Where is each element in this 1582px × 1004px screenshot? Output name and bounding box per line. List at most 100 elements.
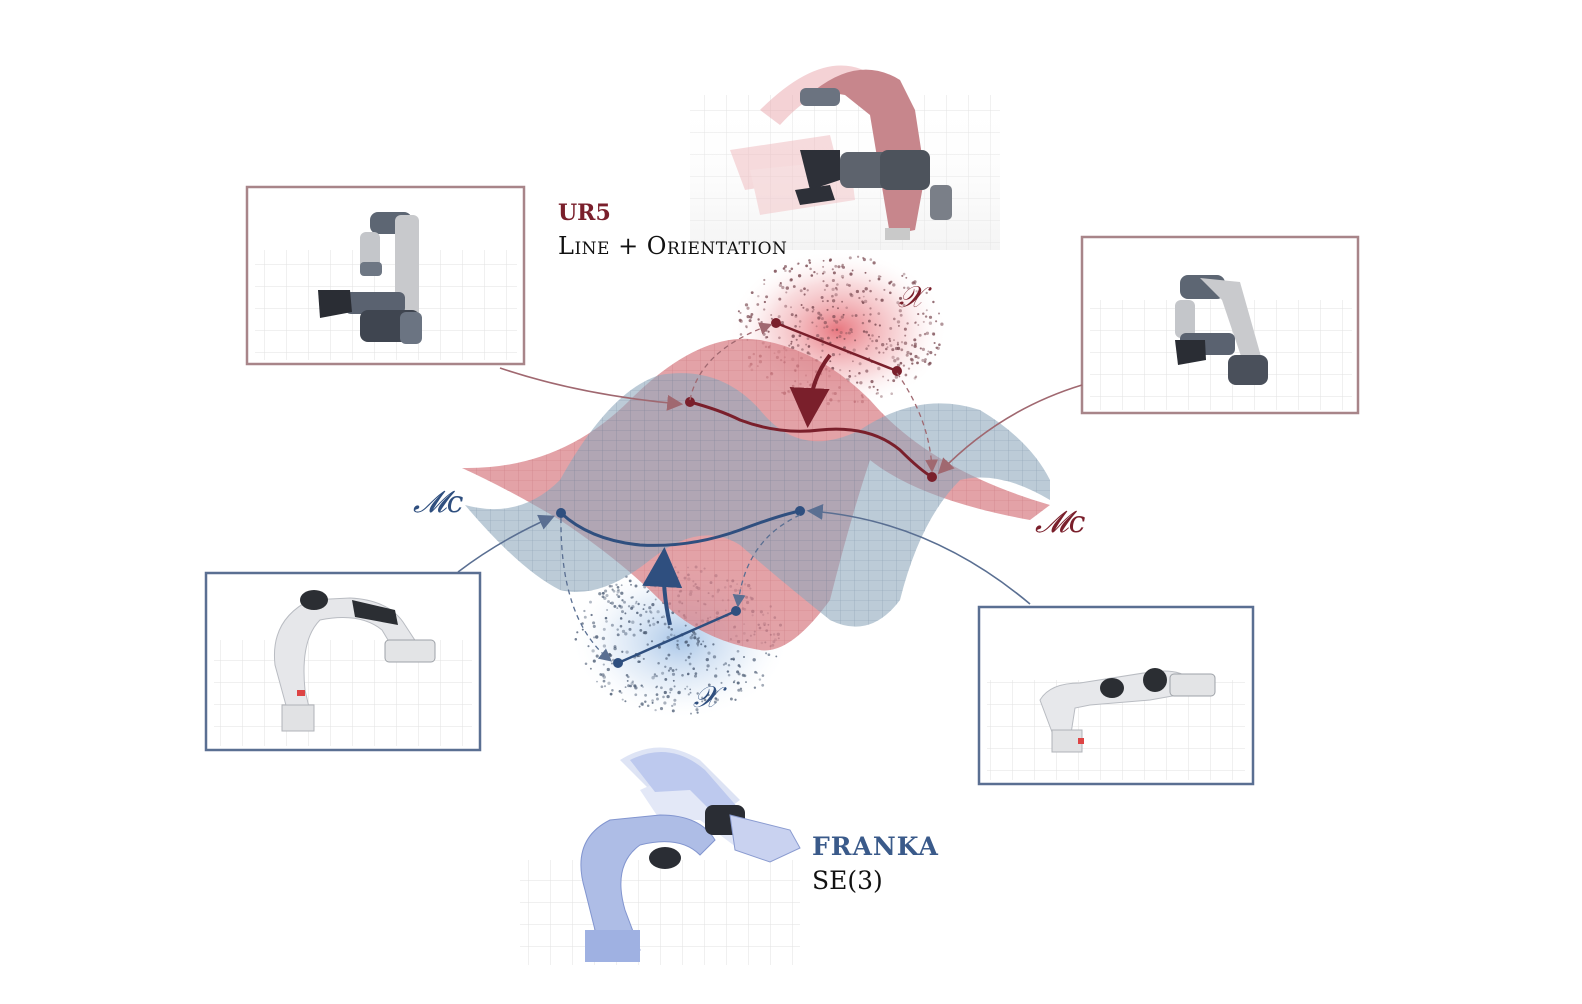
- cloud-point: [713, 692, 717, 696]
- cloud-point: [654, 708, 657, 712]
- cloud-point: [867, 344, 870, 347]
- cloud-point: [782, 267, 786, 270]
- franka-robot-name: FRANKA: [812, 832, 939, 861]
- cloud-point: [762, 332, 766, 336]
- cloud-point: [852, 348, 856, 352]
- cloud-point: [875, 298, 878, 301]
- cloud-point: [933, 341, 936, 345]
- cloud-point: [889, 291, 892, 295]
- cloud-point: [778, 297, 782, 301]
- cloud-point: [756, 303, 760, 306]
- cloud-point: [690, 712, 692, 715]
- cloud-point: [621, 650, 624, 653]
- cloud-point: [880, 298, 884, 302]
- cloud-point: [832, 314, 836, 319]
- cloud-point: [877, 366, 881, 371]
- cloud-point: [893, 339, 895, 342]
- cloud-point: [671, 669, 675, 672]
- ur5-pose-box-right: [1080, 235, 1360, 415]
- cloud-point: [581, 628, 584, 631]
- manifold-symbol-right: 𝓜c: [1035, 505, 1086, 540]
- cloud-point: [639, 628, 643, 632]
- cloud-point: [817, 316, 821, 320]
- cloud-point: [738, 665, 742, 668]
- cloud-point: [903, 341, 908, 345]
- cloud-point: [634, 693, 638, 697]
- cloud-point: [813, 270, 816, 274]
- cloud-point: [601, 636, 606, 641]
- cloud-point: [621, 599, 624, 602]
- cloud-point: [611, 689, 614, 692]
- cloud-point: [606, 667, 610, 672]
- cloud-point: [823, 320, 827, 325]
- cloud-point: [875, 392, 878, 395]
- cloud-point: [862, 256, 865, 260]
- cloud-point: [634, 584, 638, 588]
- cloud-point: [807, 345, 811, 348]
- cloud-point: [620, 691, 623, 694]
- red-manifold-path: [689, 400, 933, 479]
- cloud-point: [764, 329, 768, 332]
- cloud-point: [613, 646, 617, 651]
- cloud-point: [666, 635, 670, 640]
- cloud-point: [928, 321, 933, 325]
- cloud-point: [611, 662, 613, 665]
- cloud-point: [592, 624, 596, 628]
- franka-pose-box-right: [977, 605, 1255, 786]
- cloud-point: [590, 613, 593, 617]
- cloud-point: [894, 346, 899, 351]
- cloud-point: [823, 326, 826, 329]
- cloud-point: [915, 290, 918, 293]
- cloud-point: [788, 344, 791, 347]
- cloud-point: [778, 336, 781, 340]
- cloud-point: [870, 380, 874, 384]
- cloud-point: [693, 674, 698, 678]
- cloud-point: [644, 693, 648, 697]
- cloud-point: [655, 674, 659, 678]
- cloud-point: [849, 292, 853, 296]
- cloud-point: [840, 265, 843, 268]
- cloud-point: [831, 353, 836, 357]
- cloud-point: [661, 671, 665, 675]
- cloud-point: [801, 348, 804, 351]
- cloud-point: [914, 321, 917, 324]
- cloud-point: [733, 679, 736, 682]
- cloud-point: [620, 584, 623, 587]
- cloud-point: [673, 702, 677, 706]
- cloud-point: [707, 683, 711, 687]
- cloud-point: [848, 284, 851, 287]
- cloud-point: [631, 605, 635, 609]
- cloud-point: [913, 338, 917, 342]
- cloud-point: [875, 339, 879, 343]
- cloud-point: [576, 631, 579, 634]
- cloud-point: [648, 606, 652, 610]
- cloud-point: [790, 267, 794, 271]
- cloud-point: [781, 285, 785, 290]
- cloud-point: [757, 294, 760, 298]
- cloud-point: [720, 681, 723, 684]
- cloud-point: [834, 293, 838, 297]
- cloud-point: [702, 640, 705, 643]
- cloud-point: [797, 274, 802, 278]
- cloud-point: [779, 282, 782, 285]
- cloud-point: [911, 362, 914, 365]
- cloud-point: [687, 672, 690, 676]
- cloud-point: [900, 348, 904, 352]
- cloud-point: [754, 670, 757, 674]
- cloud-point: [843, 346, 846, 350]
- cloud-point: [872, 385, 875, 388]
- cloud-point: [811, 306, 815, 309]
- cloud-point: [826, 336, 830, 340]
- cloud-point: [845, 306, 848, 309]
- cloud-point: [921, 347, 926, 351]
- cloud-point: [856, 381, 859, 384]
- cloud-point: [626, 679, 629, 682]
- cloud-point: [810, 274, 814, 277]
- cloud-point: [832, 271, 836, 275]
- cloud-point: [914, 375, 918, 378]
- cloud-point: [697, 639, 701, 643]
- cloud-point: [917, 324, 920, 326]
- cloud-point: [927, 350, 930, 353]
- cloud-point: [574, 638, 578, 641]
- cloud-point: [836, 283, 839, 286]
